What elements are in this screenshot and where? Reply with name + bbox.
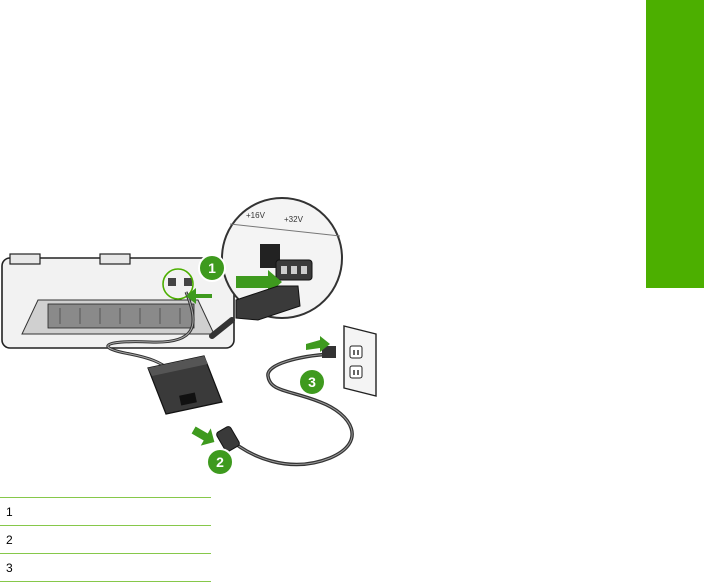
svg-text:3: 3 <box>308 374 316 390</box>
callout-legend-table: 1 2 3 <box>0 497 211 582</box>
section-side-tab <box>646 0 704 288</box>
legend-number: 3 <box>0 554 32 582</box>
svg-text:2: 2 <box>216 454 224 470</box>
legend-description <box>32 526 211 554</box>
legend-number: 1 <box>0 498 32 526</box>
legend-row: 2 <box>0 526 211 554</box>
legend-description <box>32 554 211 582</box>
callout-1: 1 <box>199 255 225 281</box>
callout-3: 3 <box>299 369 325 395</box>
wall-outlet <box>344 326 376 396</box>
callout-2: 2 <box>207 449 233 475</box>
legend-row: 1 <box>0 498 211 526</box>
power-connection-illustration: +16V +32V 1 <box>0 196 380 480</box>
legend-row: 3 <box>0 554 211 582</box>
legend-description <box>32 498 211 526</box>
voltage-label-right: +32V <box>284 215 304 224</box>
legend-number: 2 <box>0 526 32 554</box>
svg-text:1: 1 <box>208 260 216 276</box>
voltage-label-left: +16V <box>246 211 266 220</box>
power-adapter <box>148 356 222 414</box>
